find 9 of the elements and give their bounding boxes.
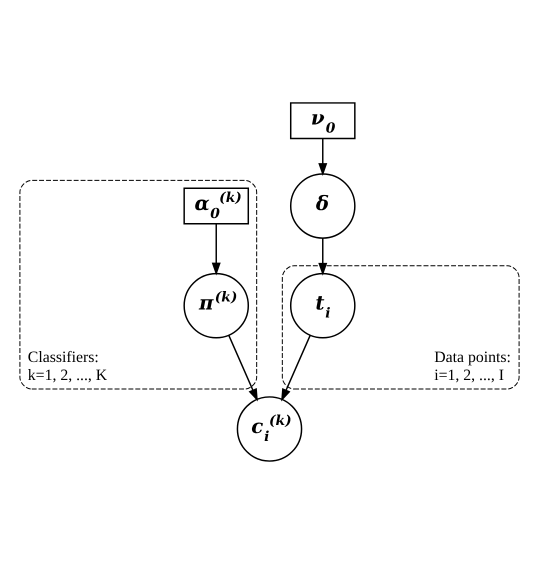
arrow — [318, 238, 328, 276]
node-circle: π$^{(k)}$ — [183, 272, 250, 338]
node-box: ν$_{0}$ — [290, 102, 356, 139]
arrow — [228, 334, 258, 401]
arrow — [318, 138, 328, 176]
node-circle: δ — [290, 172, 356, 238]
node-circle: t$_{i}$ — [290, 272, 356, 338]
arrow — [212, 224, 221, 276]
arrow — [281, 334, 311, 401]
